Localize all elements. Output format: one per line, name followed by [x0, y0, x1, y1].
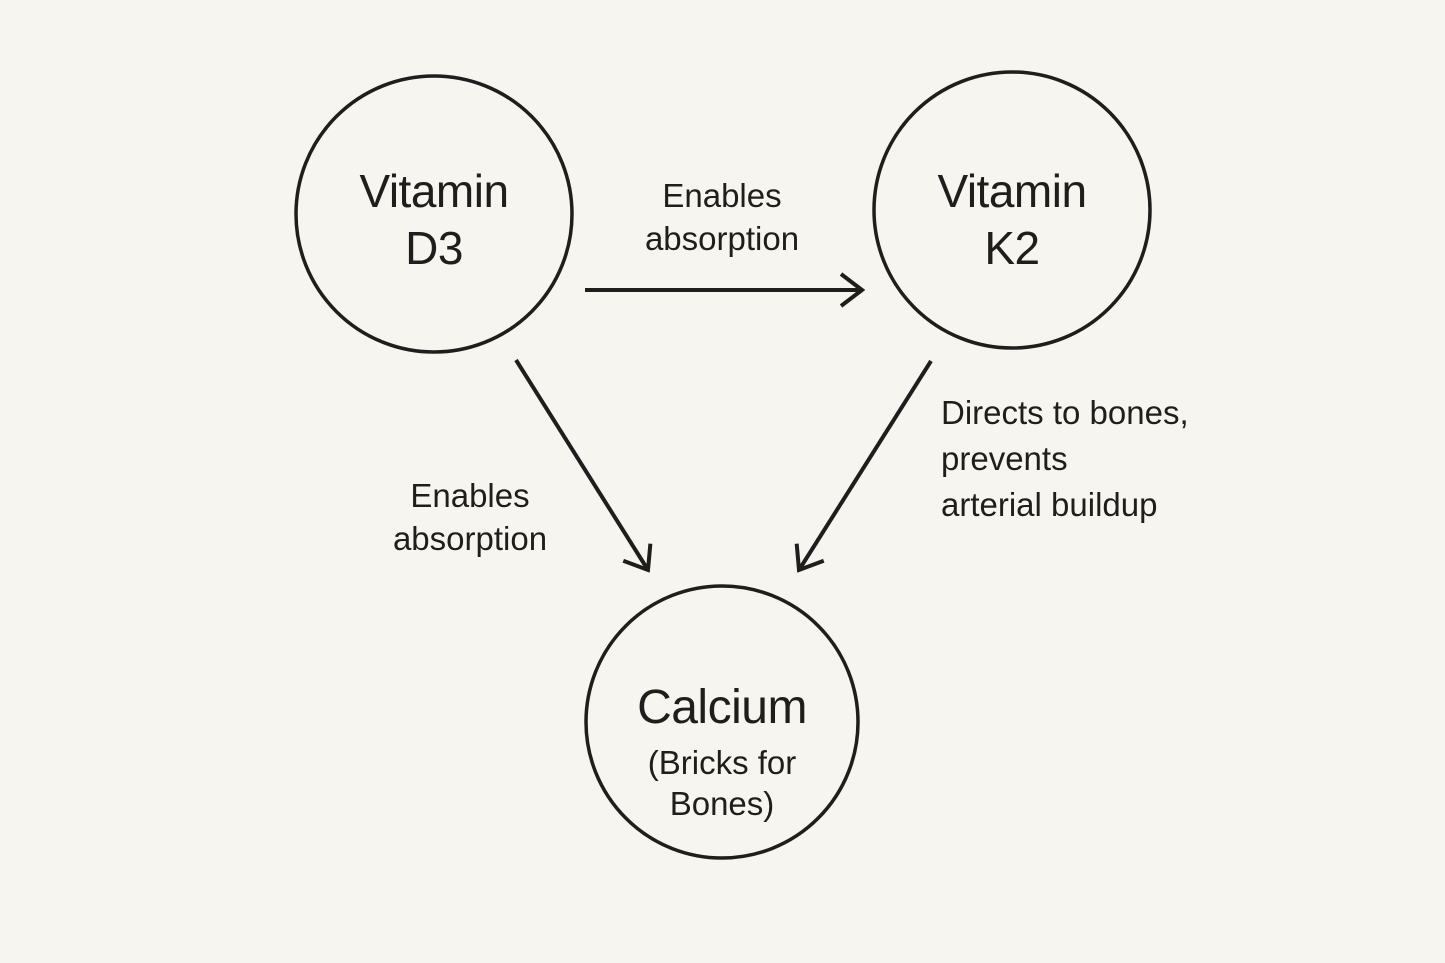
node-label-vitamin-k2: Vitamin K2: [937, 165, 1087, 274]
node-circle-vitamin-k2: [872, 70, 1152, 350]
edge-label-d3-to-calcium: Enables absorption: [392, 477, 548, 557]
edge-label-d3-to-k2: Enables absorption: [644, 177, 800, 257]
edge-label-k2-to-calcium: Directs to bones, prevents arterial buil…: [941, 394, 1189, 523]
node-circle-vitamin-d3: [294, 74, 574, 354]
node-circle-calcium: [584, 584, 860, 860]
node-label-calcium: Calcium: [637, 681, 807, 734]
node-label-vitamin-d3: Vitamin D3: [359, 165, 509, 274]
node-sublabel-calcium: (Bricks for Bones): [647, 744, 797, 822]
edge-arrow-k2-to-calcium: [799, 359, 933, 570]
edge-arrow-d3-to-calcium: [514, 358, 648, 570]
